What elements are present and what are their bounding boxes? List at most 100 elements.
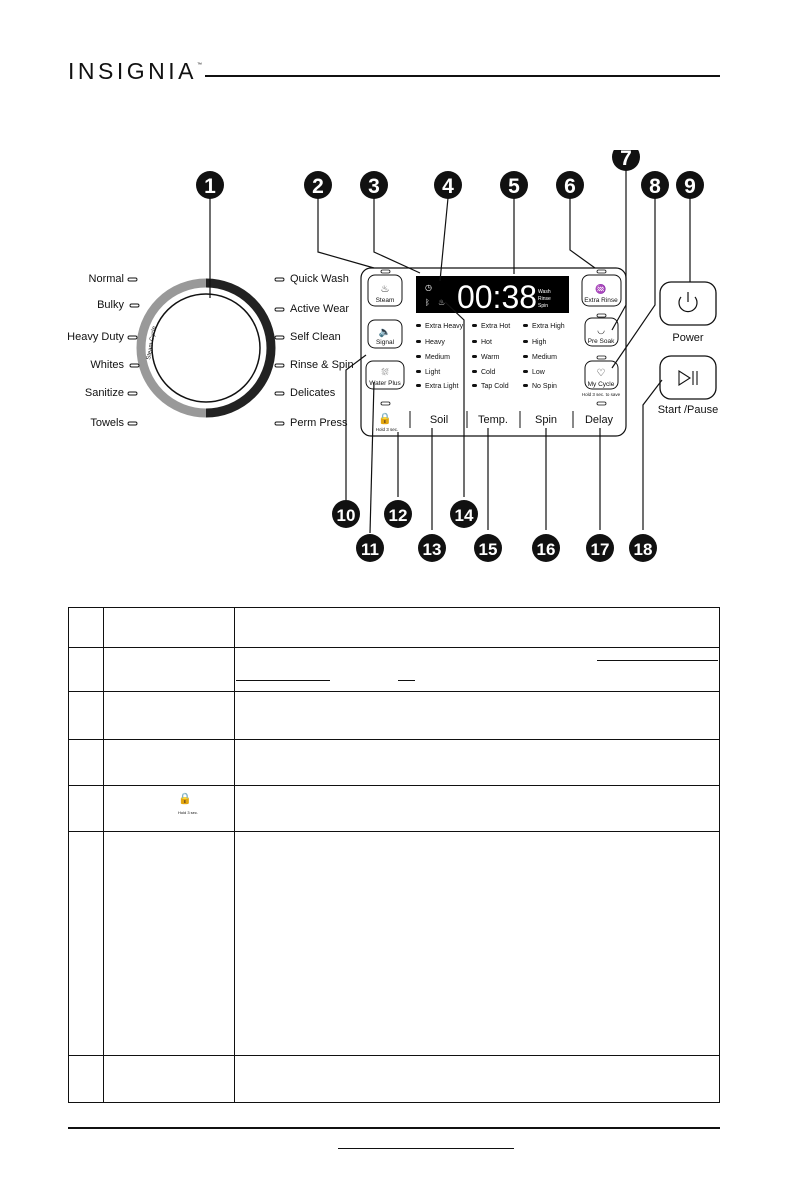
cycle-rinse-spin[interactable]: Rinse & Spin [290, 359, 354, 371]
svg-text:Heavy: Heavy [425, 339, 445, 346]
svg-text:17: 17 [591, 540, 610, 559]
status-rinse: Rinse [538, 296, 551, 302]
cycle-quick-wash[interactable]: Quick Wash [290, 273, 349, 285]
svg-text:13: 13 [423, 540, 442, 559]
cycle-normal[interactable]: Normal [89, 273, 124, 285]
delay-indicator [596, 401, 607, 406]
steam-button[interactable]: ♨ Steam [367, 269, 403, 307]
callout-2: 2 [304, 171, 332, 199]
dial-arc-left [136, 278, 207, 418]
svg-text:14: 14 [455, 506, 474, 525]
lock-status-icon: ᛒ [425, 298, 430, 307]
child-lock-icon: 🔒 [378, 412, 392, 425]
child-lock-icon: 🔒 [178, 793, 192, 805]
panel-frame [360, 267, 627, 437]
underline-mark [236, 680, 330, 681]
svg-text:Steam: Steam [376, 297, 395, 304]
svg-text:No Spin: No Spin [532, 383, 557, 390]
header-rule [205, 75, 720, 77]
steam-icon: ♨ [381, 284, 390, 295]
features-table: 🔒Hold 3 sec. [68, 607, 720, 1103]
dial-right-labels: Quick Wash Active Wear Self Clean Rinse … [274, 273, 354, 429]
svg-text:Tap Cold: Tap Cold [481, 383, 509, 390]
svg-text:Extra Rinse: Extra Rinse [584, 297, 618, 304]
table-row [68, 1055, 720, 1103]
callout-4: 4 [434, 171, 462, 199]
cycle-sanitize[interactable]: Sanitize [85, 387, 124, 399]
svg-text:10: 10 [337, 506, 356, 525]
svg-text:3: 3 [368, 175, 380, 198]
callout-14: 14 [450, 500, 478, 528]
child-lock-button[interactable]: 🔒 Hold 3 sec. [376, 412, 399, 432]
water-plus-icon: ⛆ [381, 367, 388, 377]
signal-button[interactable]: 🔈 Signal [367, 319, 403, 349]
cycle-active-wear[interactable]: Active Wear [290, 303, 349, 315]
svg-text:7: 7 [620, 150, 632, 170]
callout-3: 3 [360, 171, 388, 199]
svg-text:Pre Soak: Pre Soak [588, 338, 615, 345]
svg-text:Signal: Signal [376, 339, 395, 346]
table-row [68, 647, 720, 692]
spin-button[interactable]: Spin [535, 414, 557, 426]
extra-rinse-button[interactable]: ♒ Extra Rinse [581, 269, 622, 307]
callout-13: 13 [418, 534, 446, 562]
callout-10: 10 [332, 500, 360, 528]
cycle-dial[interactable]: Steam Cycle [136, 278, 276, 418]
cycle-bulky[interactable]: Bulky [97, 299, 124, 311]
svg-text:15: 15 [479, 540, 498, 559]
start-pause-button[interactable]: Start /Pause [658, 355, 719, 416]
temperature-icon: ♨ [438, 298, 445, 307]
footer-rule [68, 1127, 720, 1129]
pre-soak-icon: ◡ [597, 325, 605, 335]
svg-text:Extra Heavy: Extra Heavy [425, 323, 464, 330]
svg-text:Medium: Medium [532, 354, 557, 361]
callout-16: 16 [532, 534, 560, 562]
temp-options: Extra Hot Hot Warm Cold Tap Cold [472, 323, 510, 390]
my-cycle-hint: Hold 3 sec. to save [582, 392, 621, 397]
svg-text:Cold: Cold [481, 369, 496, 376]
temp-button[interactable]: Temp. [478, 414, 508, 426]
svg-text:High: High [532, 339, 547, 346]
svg-text:2: 2 [312, 175, 324, 198]
callout-7: 7 [612, 150, 640, 171]
callout-12: 12 [384, 500, 412, 528]
svg-text:16: 16 [537, 540, 556, 559]
extra-rinse-icon: ♒ [595, 283, 606, 294]
soil-options: Extra Heavy Heavy Medium Light Extra Lig… [416, 323, 464, 390]
svg-text:Low: Low [532, 369, 546, 376]
my-cycle-button[interactable]: ♡ My Cycle [584, 355, 619, 390]
status-wash: Wash [538, 289, 551, 295]
svg-text:Extra Light: Extra Light [425, 383, 459, 390]
svg-text:Start /Pause: Start /Pause [658, 404, 719, 416]
water-plus-button[interactable]: ⛆ Water Plus [365, 360, 405, 390]
table-row: 🔒Hold 3 sec. [68, 785, 720, 832]
svg-text:6: 6 [564, 175, 576, 198]
svg-text:Power: Power [672, 332, 704, 344]
delay-button[interactable]: Delay [585, 414, 614, 426]
footer-mini-rule [338, 1148, 514, 1149]
soil-button[interactable]: Soil [430, 414, 448, 426]
cycle-whites[interactable]: Whites [90, 359, 124, 371]
svg-text:18: 18 [634, 540, 653, 559]
svg-text:12: 12 [389, 506, 408, 525]
power-button[interactable]: Power [659, 281, 717, 344]
callout-5: 5 [500, 171, 528, 199]
cycle-towels[interactable]: Towels [90, 417, 124, 429]
selector-row: Soil Temp. Spin Delay [409, 411, 614, 428]
spin-options: Extra High High Medium Low No Spin [523, 323, 565, 390]
dial-knob[interactable] [151, 293, 261, 403]
steam-cycle-label: Steam Cycle [146, 325, 158, 360]
cycle-delicates[interactable]: Delicates [290, 387, 336, 399]
cycle-heavy-duty[interactable]: Heavy Duty [67, 331, 124, 343]
svg-text:5: 5 [508, 175, 520, 198]
cycle-self-clean[interactable]: Self Clean [290, 331, 341, 343]
svg-text:8: 8 [649, 175, 661, 198]
svg-text:Water Plus: Water Plus [369, 380, 401, 387]
cycle-perm-press[interactable]: Perm Press [290, 417, 348, 429]
svg-text:Extra Hot: Extra Hot [481, 323, 510, 330]
leader-lines [209, 168, 691, 534]
svg-text:Medium: Medium [425, 354, 450, 361]
pre-soak-button[interactable]: ◡ Pre Soak [584, 313, 619, 347]
svg-text:Extra High: Extra High [532, 323, 565, 330]
table-row [68, 831, 720, 1056]
